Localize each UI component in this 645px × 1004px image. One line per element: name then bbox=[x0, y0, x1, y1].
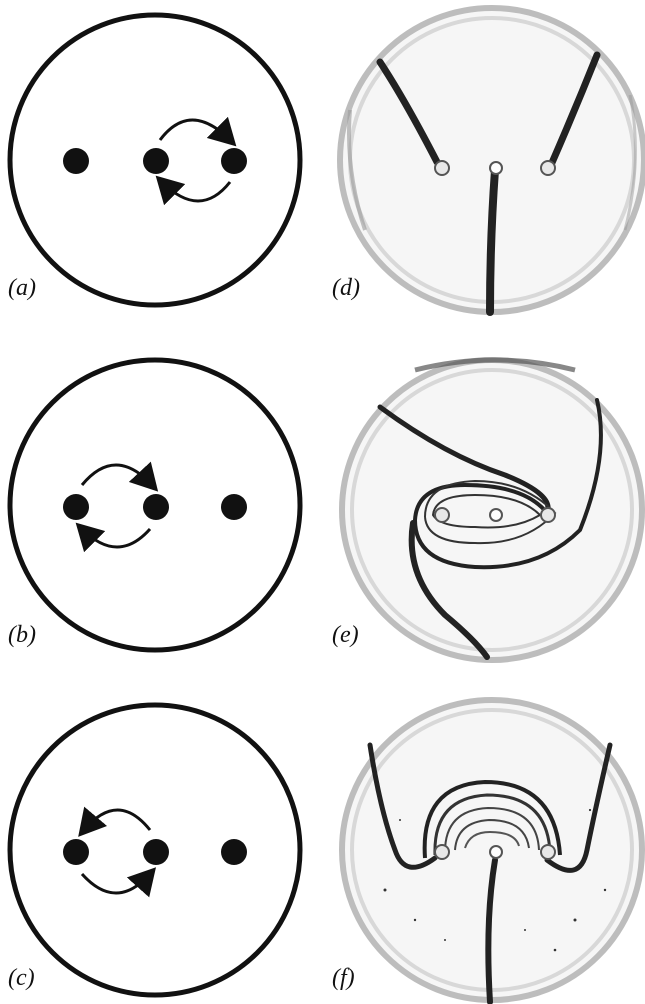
panel-label-b: (b) bbox=[8, 623, 36, 647]
rod-center bbox=[143, 494, 169, 520]
schematic-panel-c: (c) bbox=[0, 690, 320, 1004]
schematic-c-drawing bbox=[0, 690, 320, 1004]
rod-left bbox=[435, 508, 449, 522]
rod-center bbox=[490, 162, 502, 174]
rod-right bbox=[541, 845, 555, 859]
photo-f-drawing bbox=[325, 690, 645, 1004]
arrow-lower bbox=[82, 874, 150, 893]
rod-left bbox=[63, 148, 89, 174]
schematic-panel-b: (b) bbox=[0, 345, 320, 665]
arrow-upper bbox=[82, 465, 152, 485]
schematic-a-drawing bbox=[0, 0, 320, 320]
rod-right bbox=[541, 161, 555, 175]
rod-left bbox=[63, 839, 89, 865]
rod-right bbox=[541, 508, 555, 522]
schematic-panel-a: (a) bbox=[0, 0, 320, 320]
panel-label-c: (c) bbox=[8, 966, 35, 990]
photo-panel-d: (d) bbox=[325, 0, 645, 320]
rod-center bbox=[490, 846, 502, 858]
photo-e-drawing bbox=[325, 345, 645, 665]
panel-label-d: (d) bbox=[332, 276, 360, 300]
rod-right bbox=[221, 839, 247, 865]
photo-panel-f: (f) bbox=[325, 690, 645, 1004]
rod-center bbox=[143, 148, 169, 174]
photo-panel-e: (e) bbox=[325, 345, 645, 665]
rod-center bbox=[143, 839, 169, 865]
arrow-lower bbox=[162, 182, 230, 201]
photo-d-drawing bbox=[325, 0, 645, 320]
rod-right bbox=[221, 148, 247, 174]
rod-right bbox=[221, 494, 247, 520]
panel-label-a: (a) bbox=[8, 276, 36, 300]
rod-left bbox=[435, 161, 449, 175]
panel-label-e: (e) bbox=[332, 623, 359, 647]
arrow-upper bbox=[160, 120, 230, 140]
schematic-b-drawing bbox=[0, 345, 320, 665]
panel-label-f: (f) bbox=[332, 966, 355, 990]
arrow-lower bbox=[82, 529, 150, 547]
arrow-upper bbox=[84, 810, 150, 830]
rod-center bbox=[490, 509, 502, 521]
rod-left bbox=[435, 845, 449, 859]
rod-left bbox=[63, 494, 89, 520]
